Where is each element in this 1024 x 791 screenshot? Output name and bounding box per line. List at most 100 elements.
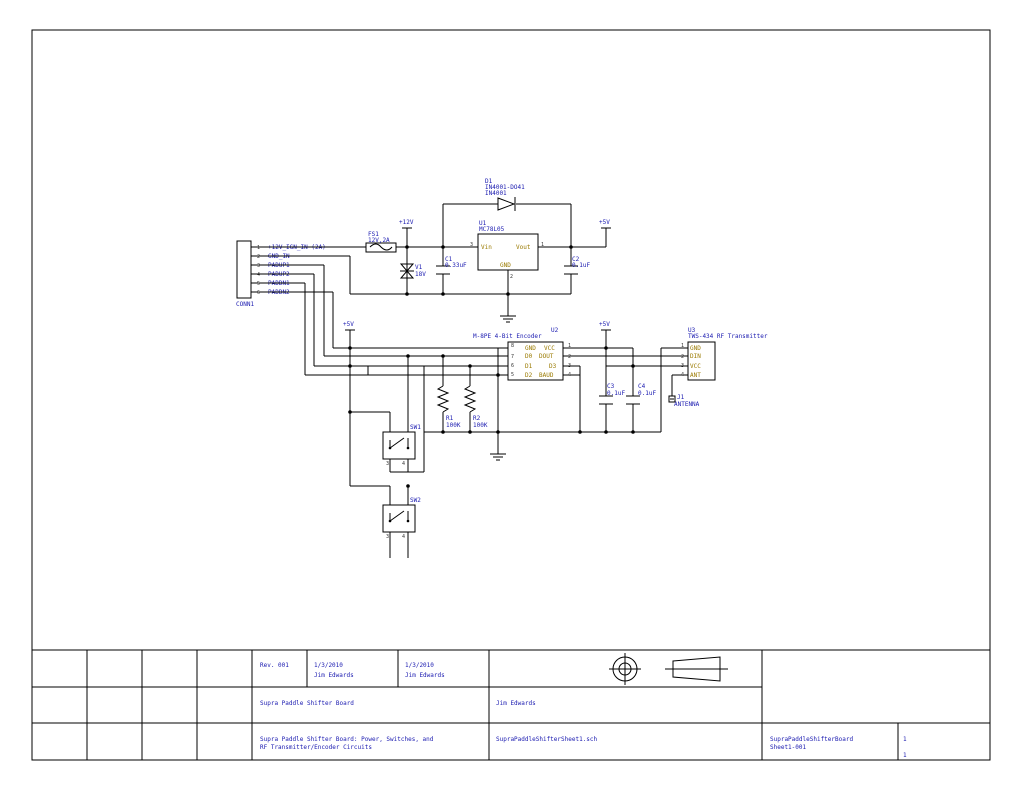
u1-pin-gnd: GND <box>500 262 511 269</box>
u3-label-gnd: GND <box>690 345 701 352</box>
conn1-ref: CONN1 <box>236 301 254 308</box>
u3-ref: U3 <box>688 327 696 334</box>
sw1-ref: SW1 <box>410 424 421 431</box>
u2-label-d0: D0 <box>525 353 533 360</box>
power-5v-label-c: +5V <box>599 321 610 328</box>
title-drawn-by: Jim Edwards <box>496 700 536 707</box>
tvs-diode-v1[interactable]: V1 18V <box>399 263 426 279</box>
capacitor-c2[interactable]: C2 0.1uF <box>564 256 590 275</box>
power-flag-12v: +12V <box>399 219 414 229</box>
u3-pin-4: 4 <box>681 372 684 378</box>
d1-line2: IN4001 <box>485 190 507 197</box>
c2-value: 0.1uF <box>572 262 590 269</box>
u2-label-vcc: VCC <box>544 345 555 352</box>
conn1-pin-4: 4 <box>257 272 260 278</box>
u2-pin-1: 1 <box>568 343 571 349</box>
title-description-1: Supra Paddle Shifter Board: Power, Switc… <box>260 736 434 743</box>
u2-pin-5: 5 <box>511 372 514 378</box>
resistor-r2[interactable]: R2 100K <box>463 385 488 429</box>
power-flag-5v-centre: +5V <box>599 321 611 331</box>
u1-pin-num-gnd: 2 <box>510 274 513 280</box>
c1-value: 0.33uF <box>445 262 467 269</box>
u2-label-d2: D2 <box>525 372 533 379</box>
u3-part: TWS-434 RF Transmitter <box>688 333 768 340</box>
encoder-u2[interactable]: U2 M-8PE 4-Bit Encoder 8 7 6 5 GND D0 D1… <box>473 327 571 381</box>
u1-pin-vin: Vin <box>481 244 492 251</box>
title-author-1: Jim Edwards <box>314 672 354 679</box>
transmitter-u3[interactable]: U3 TWS-434 RF Transmitter 1 2 3 4 GND DI… <box>680 327 768 381</box>
v1-value: 18V <box>415 271 426 278</box>
c4-value: 0.1uF <box>638 390 656 397</box>
v1-ref: V1 <box>415 264 423 271</box>
switch-sw2[interactable]: SW2 3 4 <box>382 497 421 540</box>
power-wires <box>266 203 607 316</box>
signal-wires <box>266 264 680 558</box>
u1-pin-num-out: 1 <box>541 242 544 248</box>
u1-part: MC78L05 <box>479 226 505 233</box>
capacitor-c4[interactable]: C4 0.1uF <box>626 383 656 405</box>
power-12v-label: +12V <box>399 219 414 226</box>
u3-pin-3: 3 <box>681 363 684 369</box>
ground-symbol-regulator <box>500 315 516 323</box>
sw2-pin-3: 3 <box>386 534 389 540</box>
sw1-pin-3: 3 <box>386 461 389 467</box>
resistor-r1[interactable]: R1 100K <box>436 385 461 429</box>
c2-ref: C2 <box>572 256 580 263</box>
j1-ref: J1 <box>677 394 685 401</box>
u2-label-baud: BAUD <box>539 372 554 379</box>
u2-pin-3: 3 <box>568 363 571 369</box>
j1-label: ANTENNA <box>674 401 700 408</box>
power-5v-label-b: +5V <box>343 321 354 328</box>
title-board-name: Supra Paddle Shifter Board <box>260 700 354 707</box>
signal-junctions <box>348 346 635 488</box>
capacitor-c1[interactable]: C1 0.33uF <box>436 256 467 275</box>
u1-pin-vout: Vout <box>516 244 531 251</box>
u2-pin-6: 6 <box>511 363 514 369</box>
c4-ref: C4 <box>638 383 646 390</box>
r2-value: 100K <box>473 422 488 429</box>
r1-ref: R1 <box>446 415 454 422</box>
u3-label-ant: ANT <box>690 372 701 379</box>
diode-d1[interactable]: D1 IN4001-DO41 IN4001 <box>485 178 525 211</box>
antenna-j1[interactable]: J1 ANTENNA <box>668 394 700 408</box>
title-description-2: RF Transmitter/Encoder Circuits <box>260 744 372 751</box>
c3-ref: C3 <box>607 383 615 390</box>
sheet-border <box>31 29 991 761</box>
sw1-pin-4: 4 <box>402 461 405 467</box>
regulator-u1[interactable]: U1 MC78L05 Vin Vout GND 3 1 2 <box>470 220 544 280</box>
r1-value: 100K <box>446 422 461 429</box>
u2-pin-4: 4 <box>568 372 571 378</box>
switch-sw1[interactable]: SW1 3 4 <box>382 424 421 467</box>
u3-label-din: DIN <box>690 353 701 360</box>
fs1-ref: FS1 <box>368 231 379 238</box>
d1-line1: IN4001-DO41 <box>485 184 525 191</box>
u2-pin-8: 8 <box>511 343 514 349</box>
title-date-1: 1/3/2010 <box>314 662 343 669</box>
conn1-pin-6: 6 <box>257 290 260 296</box>
fuse-fs1[interactable]: FS1 12V,2A <box>365 231 397 253</box>
title-file-name: SupraPaddleShifterSheet1.sch <box>496 736 598 743</box>
u2-ref: U2 <box>551 327 559 334</box>
r2-ref: R2 <box>473 415 481 422</box>
u2-label-dout: DOUT <box>539 353 554 360</box>
c1-ref: C1 <box>445 256 453 263</box>
sw2-ref: SW2 <box>410 497 421 504</box>
u2-label-d3: D3 <box>549 363 557 370</box>
u1-pin-num-in: 3 <box>470 242 473 248</box>
power-5v-label-a: +5V <box>599 219 610 226</box>
u2-part: M-8PE 4-Bit Encoder <box>473 333 542 340</box>
c3-value: 0.1uF <box>607 390 625 397</box>
u2-pin-2: 2 <box>568 354 571 360</box>
conn1-pin-5: 5 <box>257 281 260 287</box>
u2-pin-7: 7 <box>511 354 514 360</box>
connector-conn1[interactable]: CONN1 1 2 3 4 5 6 <box>236 240 266 308</box>
capacitor-c3[interactable]: C3 0.1uF <box>599 383 625 405</box>
conn1-pin-3: 3 <box>257 263 260 269</box>
power-flag-5v-left: +5V <box>343 321 355 331</box>
title-rev: Rev. 001 <box>260 662 289 669</box>
title-date-2: 1/3/2010 <box>405 662 434 669</box>
u2-label-gnd: GND <box>525 345 536 352</box>
d1-ref: D1 <box>485 178 493 185</box>
title-sheet-number: 1 <box>903 736 907 743</box>
u1-ref: U1 <box>479 220 487 227</box>
